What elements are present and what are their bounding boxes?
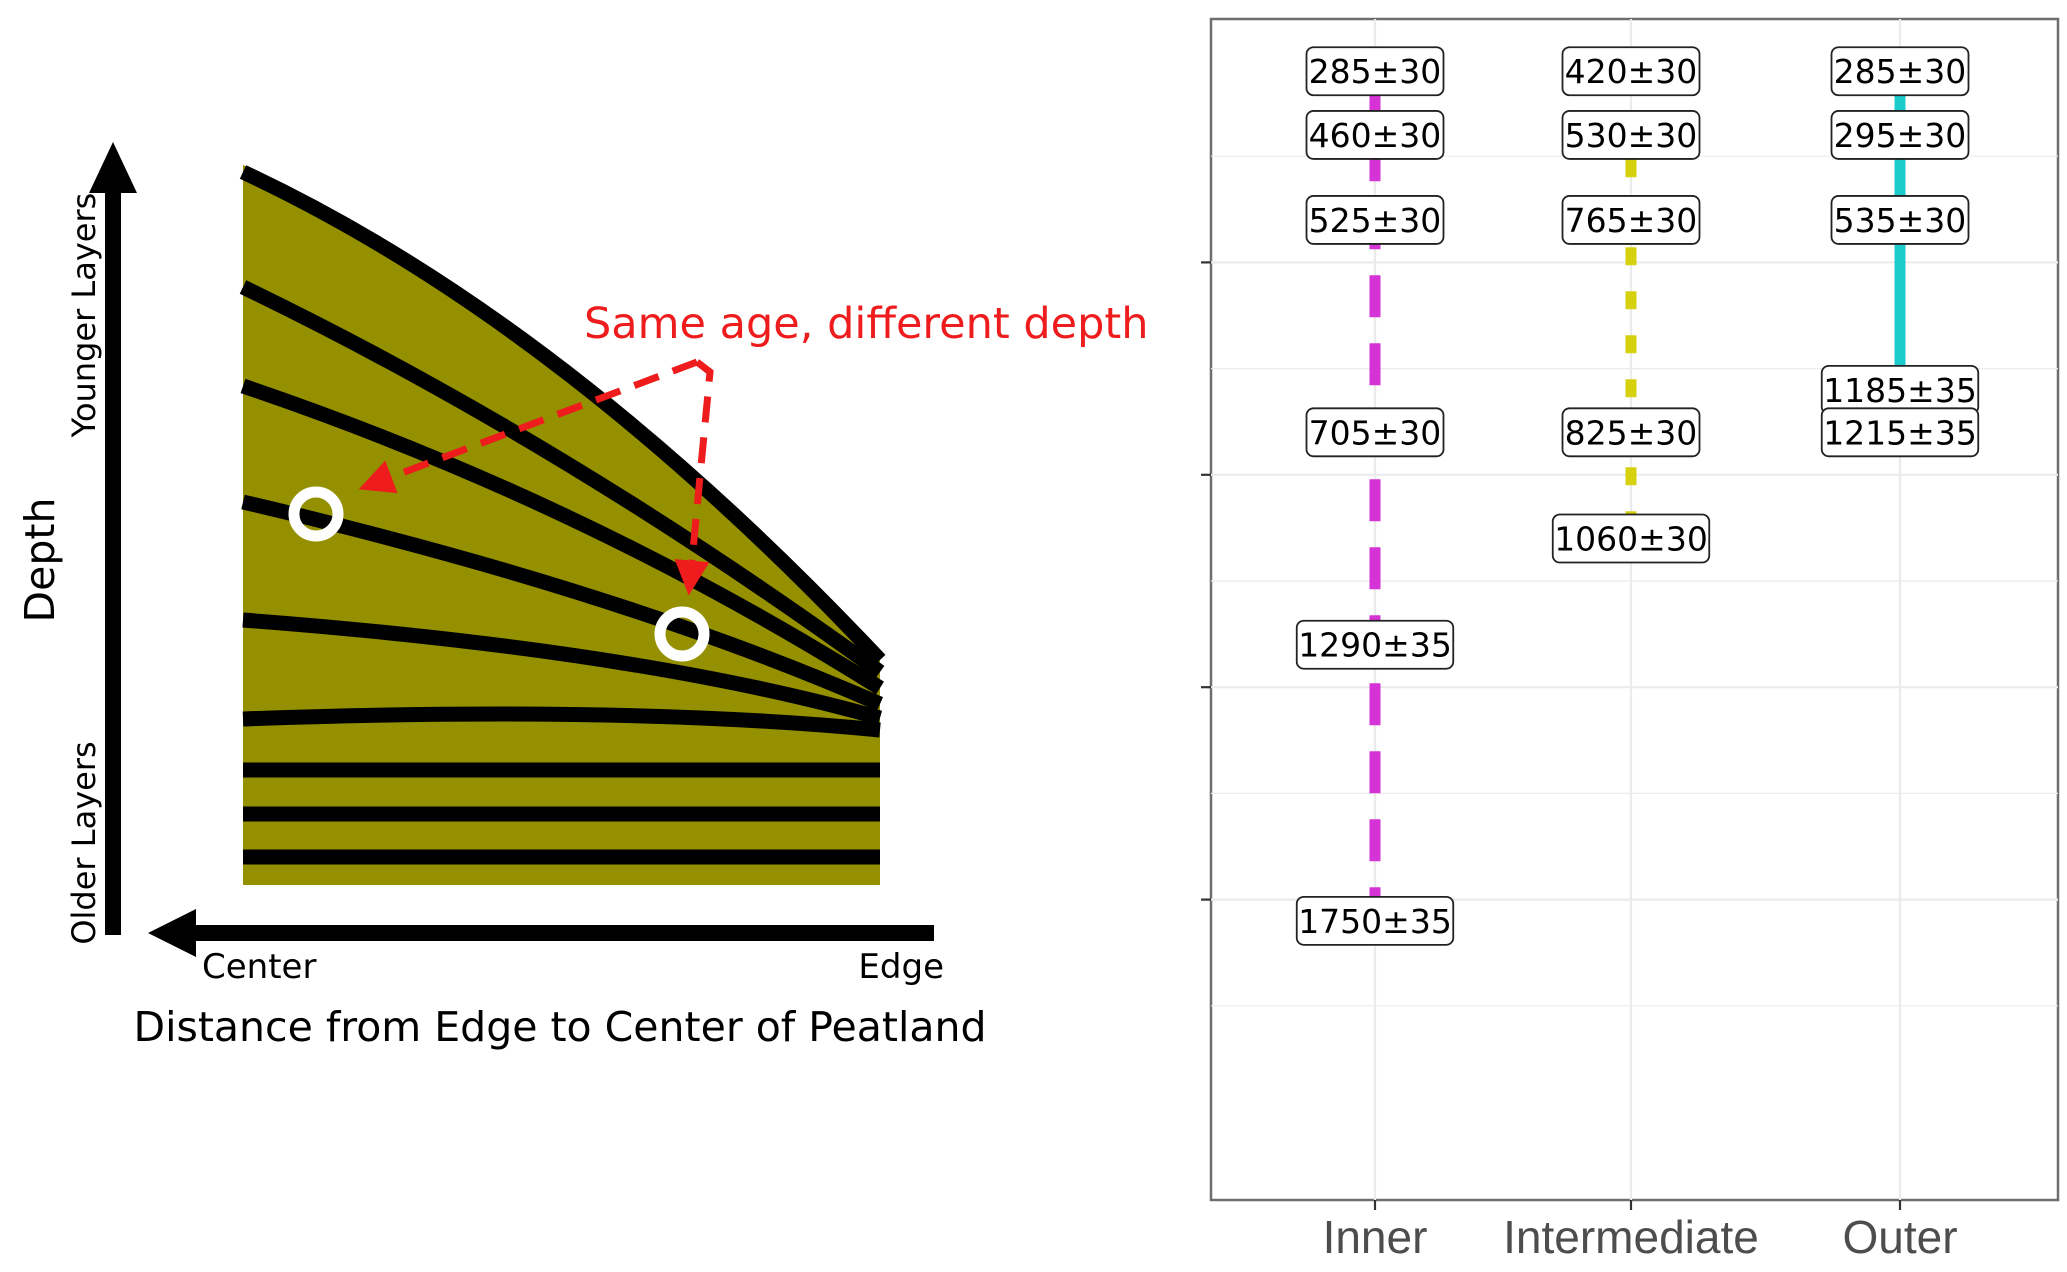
distance-axis-arrowhead (148, 909, 196, 957)
date-label-text: 1060±30 (1554, 520, 1708, 559)
annotation-arrow-left (358, 358, 699, 494)
date-label: 285±30 (1830, 46, 1970, 97)
date-label-box (1305, 110, 1445, 160)
date-label: 765±30 (1561, 195, 1701, 245)
date-label-text: 825±30 (1565, 413, 1698, 452)
date-label-box (1830, 195, 1970, 245)
date-label-box (1305, 195, 1445, 245)
peat-layers (239, 165, 886, 865)
date-label-text: 420±30 (1565, 52, 1698, 91)
date-label-box (1551, 513, 1711, 564)
younger-layers-label: Younger Layers (65, 193, 103, 439)
layer-line (240, 378, 884, 695)
date-labels: 285±30 460±30 525±30 705±30 1290±35 1750±35 42… (1295, 46, 1980, 946)
date-label-box (1305, 46, 1445, 97)
date-label-text: 285±30 (1834, 52, 1967, 91)
category-label-intermediate: Intermediate (1503, 1211, 1759, 1263)
date-label: 420±30 (1561, 46, 1701, 97)
older-layers-label: Older Layers (65, 741, 103, 944)
date-label-text: 295±30 (1834, 116, 1967, 155)
layer-line (239, 280, 885, 679)
category-labels: Inner Intermediate Outer (1323, 1211, 1958, 1263)
date-label: 1060±30 (1551, 513, 1711, 564)
layer-line (242, 612, 883, 726)
date-label: 530±30 (1561, 110, 1701, 160)
depth-axis-arrowhead (89, 142, 137, 193)
date-label: 705±30 (1305, 407, 1445, 458)
same-age-marker-center (288, 486, 344, 542)
date-label-text: 1215±35 (1823, 413, 1977, 452)
date-label-box (1830, 110, 1970, 160)
date-label-text: 535±30 (1834, 201, 1967, 240)
date-label-text: 1290±35 (1298, 626, 1452, 665)
date-label-box (1561, 195, 1701, 245)
date-label-box (1295, 895, 1455, 946)
date-label-text: 705±30 (1309, 413, 1442, 452)
annotation-arrows (358, 358, 714, 596)
same-age-marker-edge (654, 606, 710, 662)
date-label-box (1561, 46, 1701, 97)
date-label: 1290±35 (1295, 619, 1455, 670)
y-axis-ticks (1201, 261, 1211, 901)
date-label: 1185±35 (1820, 364, 1980, 415)
x-axis-ticks (1373, 1200, 1902, 1210)
depth-axis-label: Depth (16, 498, 64, 623)
layer-line (242, 706, 881, 738)
date-label-box (1561, 110, 1701, 160)
date-label-box (1561, 407, 1701, 458)
date-label-box (1820, 407, 1980, 458)
center-label: Center (202, 947, 316, 987)
depth-axis: Depth Younger Layers Older Layers (16, 142, 137, 945)
date-label-text: 285±30 (1309, 52, 1442, 91)
date-label-text: 530±30 (1565, 116, 1698, 155)
edge-label: Edge (858, 947, 944, 987)
layer-line (241, 494, 884, 711)
peat-body (243, 165, 880, 885)
annotation-arrow-right (674, 359, 714, 596)
distance-axis-label: Distance from Edge to Center of Peatland (134, 1003, 987, 1051)
date-label-text: 1750±35 (1298, 902, 1452, 941)
date-label-text: 765±30 (1565, 201, 1698, 240)
date-label-text: 1185±35 (1823, 371, 1977, 410)
category-label-inner: Inner (1323, 1211, 1428, 1263)
date-label-text: 525±30 (1309, 201, 1442, 240)
peatland-schematic: Same age, different depth Depth Younger … (16, 142, 1149, 1051)
category-label-outer: Outer (1842, 1211, 1957, 1263)
date-label: 525±30 (1305, 195, 1445, 245)
date-label-box (1830, 46, 1970, 97)
layer-line (239, 165, 886, 666)
date-label: 285±30 (1305, 46, 1445, 97)
annotation-text: Same age, different depth (584, 299, 1149, 349)
date-label-box (1305, 407, 1445, 458)
date-label: 295±30 (1830, 110, 1970, 160)
date-label: 1750±35 (1295, 895, 1455, 946)
date-label: 535±30 (1830, 195, 1970, 245)
date-label: 460±30 (1305, 110, 1445, 160)
radiocarbon-chart: 285±30 460±30 525±30 705±30 1290±35 1750±35 42… (1201, 17, 2060, 1263)
date-label: 1215±35 (1820, 407, 1980, 458)
date-label-text: 460±30 (1309, 116, 1442, 155)
distance-axis: Center Edge Distance from Edge to Center… (134, 909, 987, 1051)
date-label-box (1295, 619, 1455, 670)
date-label: 825±30 (1561, 407, 1701, 458)
